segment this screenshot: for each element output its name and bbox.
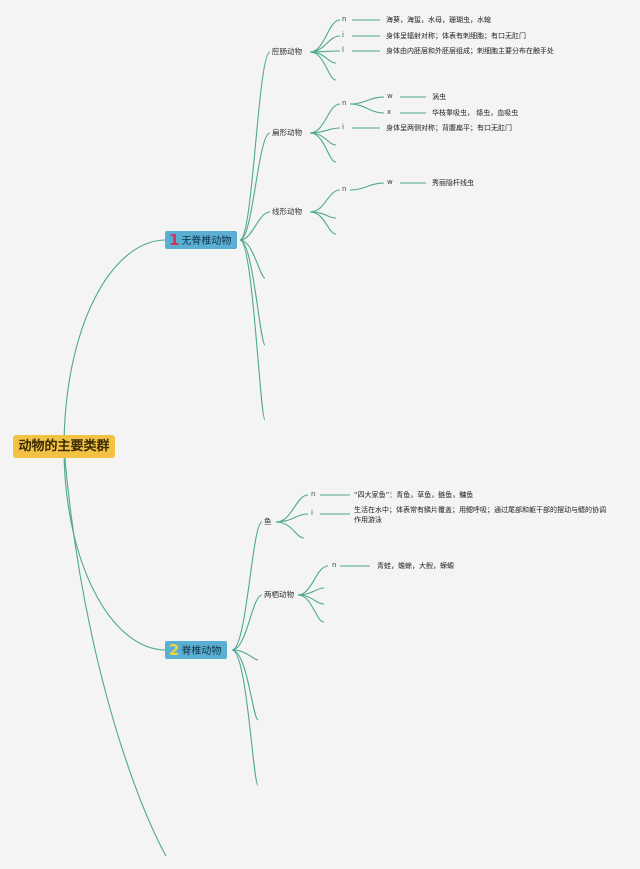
flatworms-features: 身体呈两侧对称；背腹扁平；有口无肛门 xyxy=(386,124,512,132)
cnidaria-structure: 身体由内胚层和外胚层组成；刺细胞主要分布在触手处 xyxy=(386,47,554,55)
topic-nematodes[interactable]: 线形动物 xyxy=(272,207,302,216)
flatworms-key-x: x xyxy=(387,108,392,116)
cnidaria-key-i: i xyxy=(342,31,344,39)
flatworms-key-i: i xyxy=(342,123,344,131)
flatworms-key-w: w xyxy=(387,92,393,100)
group-invertebrates-label: 无脊椎动物 xyxy=(181,236,232,247)
flatworms-parasitic: 华枝睾吸虫， 绦虫，血吸虫 xyxy=(432,109,519,117)
cnidaria-examples: 海葵，海蜇，水母，珊瑚虫，水螅 xyxy=(386,16,491,24)
cnidaria-key-n: n xyxy=(342,15,347,23)
group-invertebrates-number: 1 xyxy=(169,231,180,249)
group-vertebrates-label: 脊椎动物 xyxy=(181,646,222,657)
flatworms-free-living: 涡虫 xyxy=(432,93,446,101)
fish-key-i: i xyxy=(311,509,313,517)
nematodes-key-w: w xyxy=(387,178,393,186)
group-vertebrates-number: 2 xyxy=(169,641,180,659)
cnidaria-key-l: l xyxy=(342,46,344,54)
topic-fish[interactable]: 鱼 xyxy=(264,517,272,526)
cnidaria-features: 身体呈辐射对称；体表有刺细胞；有口无肛门 xyxy=(386,32,526,40)
amphibians-key-n: n xyxy=(332,561,337,569)
topic-flatworms[interactable]: 扁形动物 xyxy=(272,128,302,137)
flatworms-key-n: n xyxy=(342,99,347,107)
root-topic: 动物的主要类群 xyxy=(13,435,115,458)
topic-amphibians[interactable]: 两栖动物 xyxy=(264,590,294,599)
nematodes-example: 秀丽隐杆线虫 xyxy=(432,179,474,187)
amphibians-examples: 青蛙，蟾蜍，大鲵，蝾螈 xyxy=(377,562,454,570)
fish-key-n: n xyxy=(311,490,316,498)
topic-cnidaria[interactable]: 腔肠动物 xyxy=(272,47,302,56)
fish-examples: “四大家鱼”：青鱼，草鱼，鲢鱼，鳙鱼 xyxy=(354,491,474,499)
fish-features: 生活在水中；体表常有鳞片覆盖；用鳃呼吸；通过尾部和躯干部的摆动与鳍的协调作用游泳 xyxy=(354,506,606,524)
nematodes-key-n: n xyxy=(342,185,347,193)
